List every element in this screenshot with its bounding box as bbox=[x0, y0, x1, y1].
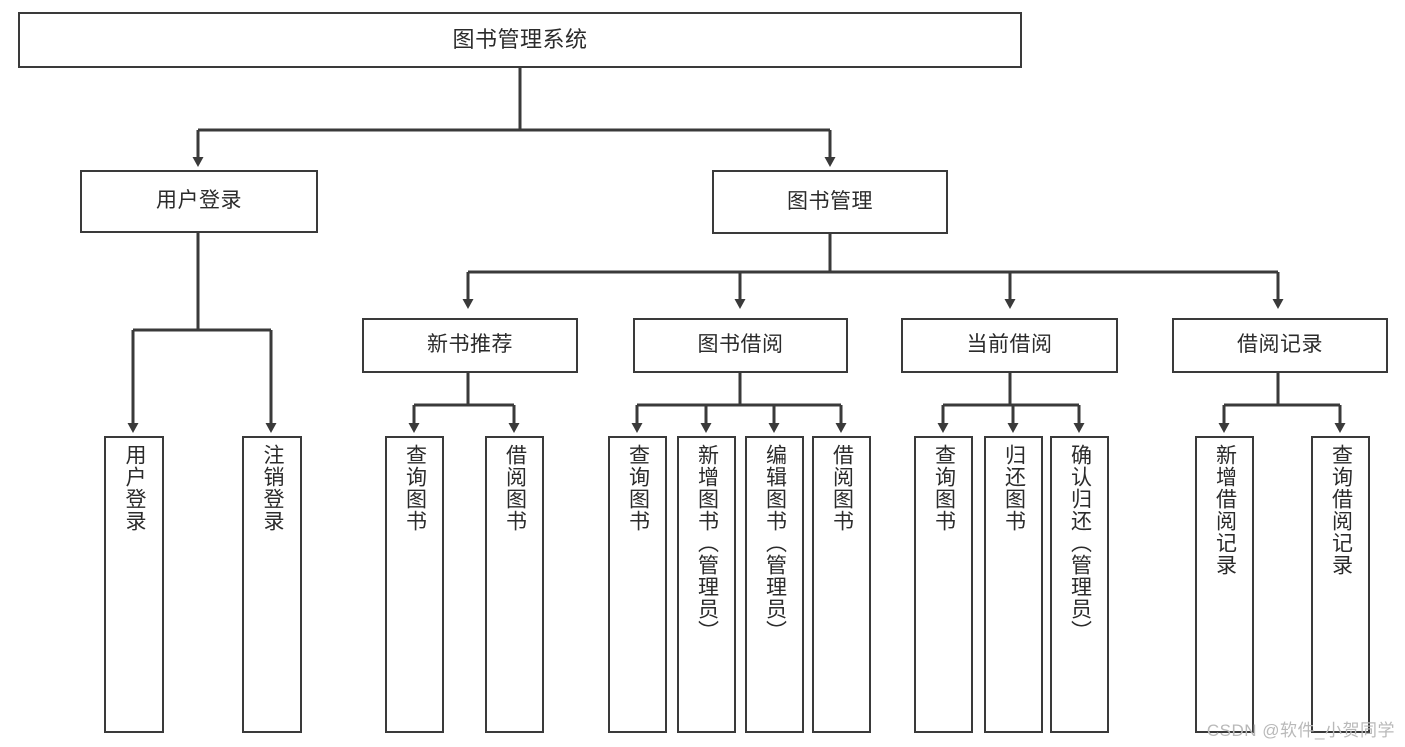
node-label: 查询借阅记录 bbox=[1329, 444, 1353, 576]
node-user-login[interactable]: 用户登录 bbox=[80, 170, 318, 233]
node-label: 当前借阅 bbox=[966, 333, 1053, 357]
leaf-query-borrow-record[interactable]: 查询借阅记录 bbox=[1311, 436, 1370, 733]
node-new-book-recommend[interactable]: 新书推荐 bbox=[362, 318, 578, 373]
node-label: 编辑图书（管理员） bbox=[763, 444, 787, 642]
node-root-system[interactable]: 图书管理系统 bbox=[18, 12, 1022, 68]
node-book-borrow[interactable]: 图书借阅 bbox=[633, 318, 848, 373]
node-label: 借阅记录 bbox=[1237, 333, 1323, 357]
node-label: 用户登录 bbox=[123, 444, 147, 532]
node-borrow-record[interactable]: 借阅记录 bbox=[1172, 318, 1388, 373]
node-book-management[interactable]: 图书管理 bbox=[712, 170, 948, 234]
node-label: 图书管理 bbox=[787, 189, 873, 213]
node-label: 借阅图书 bbox=[503, 444, 527, 532]
node-label: 新增图书（管理员） bbox=[695, 444, 719, 642]
node-label: 借阅图书 bbox=[830, 444, 854, 532]
node-current-borrow[interactable]: 当前借阅 bbox=[901, 318, 1118, 373]
leaf-confirm-return-admin[interactable]: 确认归还（管理员） bbox=[1050, 436, 1109, 733]
leaf-logout-login[interactable]: 注销登录 bbox=[242, 436, 302, 733]
leaf-query-book-current[interactable]: 查询图书 bbox=[914, 436, 973, 733]
node-label: 查询图书 bbox=[932, 444, 956, 532]
node-label: 图书管理系统 bbox=[452, 27, 588, 53]
node-label: 图书借阅 bbox=[697, 333, 784, 357]
leaf-borrow-book[interactable]: 借阅图书 bbox=[812, 436, 871, 733]
leaf-return-book[interactable]: 归还图书 bbox=[984, 436, 1043, 733]
leaf-query-book-new[interactable]: 查询图书 bbox=[385, 436, 444, 733]
node-label: 查询图书 bbox=[626, 444, 650, 532]
leaf-query-book-borrow[interactable]: 查询图书 bbox=[608, 436, 667, 733]
node-label: 用户登录 bbox=[156, 189, 242, 213]
node-label: 确认归还（管理员） bbox=[1068, 444, 1092, 642]
leaf-borrow-book-new[interactable]: 借阅图书 bbox=[485, 436, 544, 733]
node-label: 归还图书 bbox=[1002, 444, 1026, 532]
leaf-edit-book-admin[interactable]: 编辑图书（管理员） bbox=[745, 436, 804, 733]
watermark-text: CSDN @软件_小贺同学 bbox=[1206, 721, 1395, 740]
leaf-add-borrow-record[interactable]: 新增借阅记录 bbox=[1195, 436, 1254, 733]
node-label: 新书推荐 bbox=[427, 333, 513, 357]
leaf-user-login[interactable]: 用户登录 bbox=[104, 436, 164, 733]
node-label: 注销登录 bbox=[261, 444, 285, 532]
node-label: 新增借阅记录 bbox=[1213, 444, 1237, 576]
node-label: 查询图书 bbox=[403, 444, 427, 532]
leaf-add-book-admin[interactable]: 新增图书（管理员） bbox=[677, 436, 736, 733]
